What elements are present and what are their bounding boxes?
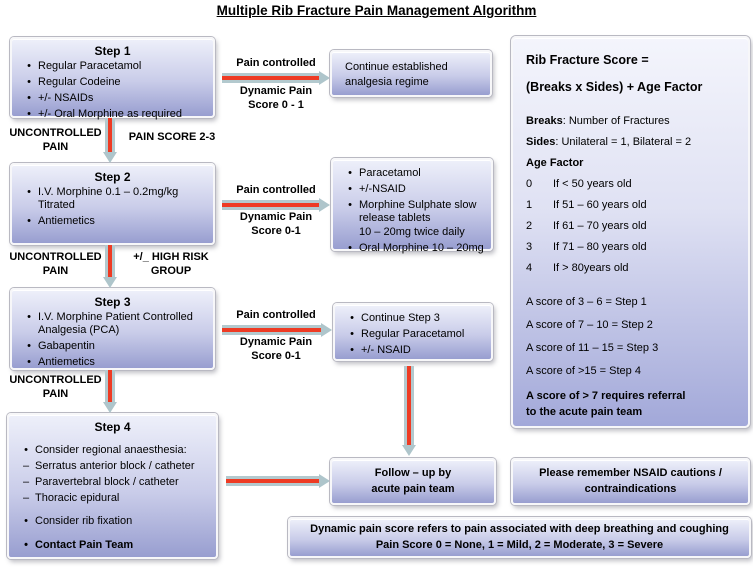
outcome1-box: Continue established analgesia regime [330,50,492,97]
pain-controlled-label-3: Pain controlled [236,309,316,321]
pain-score-2-3-label: PAIN SCORE 2-3 [128,131,216,143]
right-arrow-step2 [222,198,330,212]
age-factor-value: 3 [526,241,533,253]
list-item: Consider regional anaesthesia: [17,444,210,457]
step3-heading: Step 3 [94,295,131,309]
arrowhead-icon [103,277,117,288]
outcome2-list: Paracetamol +/-NSAID Morphine Sulphate s… [333,167,491,255]
uncontrolled-pain-label-2: UNCONTROLLED PAIN [9,251,102,277]
age-factor-text: If < 50 years old [553,178,632,190]
list-item-contact-pain-team: Contact Pain Team [17,539,210,552]
nsaid-caution-box: Please remember NSAID cautions / contrai… [511,458,750,505]
arrowhead-icon [319,474,330,488]
down-arrow-step3-step4 [103,370,117,413]
arrowhead-icon [319,198,330,212]
arrowhead-icon [319,71,330,85]
age-factor-row: 4 If > 80years old [526,262,735,274]
down-arrow-step1-step2 [103,118,117,163]
outcome2-box: Paracetamol +/-NSAID Morphine Sulphate s… [331,158,493,254]
step1-list: Regular Paracetamol Regular Codeine +/- … [12,60,213,121]
footer-note-box: Dynamic pain score refers to pain associ… [288,517,751,558]
step4-heading: Step 4 [94,420,131,434]
right-arrow-step4-followup [226,474,330,488]
referral-note: A score of > 7 requires referral to the … [526,390,686,418]
list-item: Antiemetics [20,356,207,369]
list-item: Consider rib fixation [17,515,210,528]
score-rule: A score of >15 = Step 4 [526,365,641,377]
dynamic-pain-score-label-1: Dynamic Pain Score 0 - 1 [239,85,313,111]
arrowhead-icon [402,445,416,456]
arrowhead-icon [321,323,332,337]
age-factor-row: 3 If 71 – 80 years old [526,241,735,253]
age-factor-text: If 71 – 80 years old [553,241,647,253]
score-rule: A score of 11 – 15 = Step 3 [526,342,659,354]
step1-box: Step 1 Regular Paracetamol Regular Codei… [10,37,215,121]
arrowhead-icon [103,402,117,413]
list-item: Oral Morphine 10 – 20mg [341,242,485,255]
follow-up-box: Follow – up by acute pain team [330,458,496,505]
list-item: Regular Codeine [20,76,207,89]
list-item: Regular Paracetamol [20,60,207,73]
list-item: +/-NSAID [341,183,485,196]
page-title: Multiple Rib Fracture Pain Management Al… [216,3,537,18]
list-item: Paracetamol [341,167,485,180]
score-formula-line1: Rib Fracture Score = [526,53,649,67]
age-factor-value: 1 [526,199,533,211]
step1-heading: Step 1 [94,44,131,58]
right-arrow-step1 [222,71,330,85]
age-factor-text: If 61 – 70 years old [553,220,647,232]
high-risk-group-label: +/_ HIGH RISK GROUP [133,251,209,277]
age-factor-value: 0 [526,178,533,190]
step4-list: Consider regional anaesthesia: Serratus … [9,444,216,552]
list-item: Gabapentin [20,340,207,353]
age-factor-text: If 51 – 60 years old [553,199,647,211]
score-formula-line2: (Breaks x Sides) + Age Factor [526,80,703,94]
step2-heading: Step 2 [94,170,131,184]
step2-box: Step 2 I.V. Morphine 0.1 – 0.2mg/kg Titr… [10,163,215,245]
pain-controlled-label-2: Pain controlled [236,184,316,196]
right-arrow-step3 [222,323,332,337]
list-item: Morphine Sulphate slow release tablets 1… [341,199,485,239]
dynamic-pain-score-label-2: Dynamic Pain Score 0-1 [239,211,313,237]
pain-controlled-label-1: Pain controlled [236,57,316,69]
breaks-definition: Breaks: Number of Fractures [526,115,670,127]
age-factor-row: 2 If 61 – 70 years old [526,220,735,232]
down-arrow-outcome3-followup [402,366,416,456]
age-factor-heading: Age Factor [526,157,584,169]
list-item: I.V. Morphine 0.1 – 0.2mg/kg Titrated [20,186,207,213]
score-rules-list: A score of 3 – 6 = Step 1 A score of 7 –… [526,296,735,377]
sides-definition: Sides: Unilateral = 1, Bilateral = 2 [526,136,692,148]
age-factor-table: 0 If < 50 years old 1 If 51 – 60 years o… [526,178,735,274]
age-factor-value: 4 [526,262,533,274]
list-item: Serratus anterior block / catheter [17,460,210,473]
score-rule: A score of 7 – 10 = Step 2 [526,319,653,331]
score-rule: A score of 3 – 6 = Step 1 [526,296,647,308]
list-item: +/- Oral Morphine as required [20,108,207,121]
list-item: Antiemetics [20,215,207,228]
step4-box: Step 4 Consider regional anaesthesia: Se… [7,413,218,559]
age-factor-row: 1 If 51 – 60 years old [526,199,735,211]
dynamic-pain-score-label-3: Dynamic Pain Score 0-1 [239,336,313,362]
list-item: +/- NSAID [343,344,485,357]
step3-box: Step 3 I.V. Morphine Patient Controlled … [10,288,215,370]
down-arrow-step2-step3 [103,245,117,288]
list-item: Paravertebral block / catheter [17,476,210,489]
list-item: Thoracic epidural [17,492,210,505]
arrowhead-icon [103,152,117,163]
uncontrolled-pain-label-1: UNCONTROLLED PAIN [9,127,102,153]
step2-list: I.V. Morphine 0.1 – 0.2mg/kg Titrated An… [12,186,213,229]
age-factor-value: 2 [526,220,533,232]
uncontrolled-pain-label-3: UNCONTROLLED PAIN [9,374,102,400]
age-factor-text: If > 80years old [553,262,629,274]
outcome3-list: Continue Step 3 Regular Paracetamol +/- … [335,312,491,357]
outcome1-text: Continue established analgesia regime [345,61,448,88]
outcome3-box: Continue Step 3 Regular Paracetamol +/- … [333,303,493,361]
rib-fracture-score-panel: Rib Fracture Score = (Breaks x Sides) + … [511,36,750,428]
list-item: Continue Step 3 [343,312,485,325]
age-factor-row: 0 If < 50 years old [526,178,735,190]
list-item: +/- NSAIDs [20,92,207,105]
step3-list: I.V. Morphine Patient Controlled Analges… [12,311,213,370]
list-item: I.V. Morphine Patient Controlled Analges… [20,311,207,338]
list-item: Regular Paracetamol [343,328,485,341]
